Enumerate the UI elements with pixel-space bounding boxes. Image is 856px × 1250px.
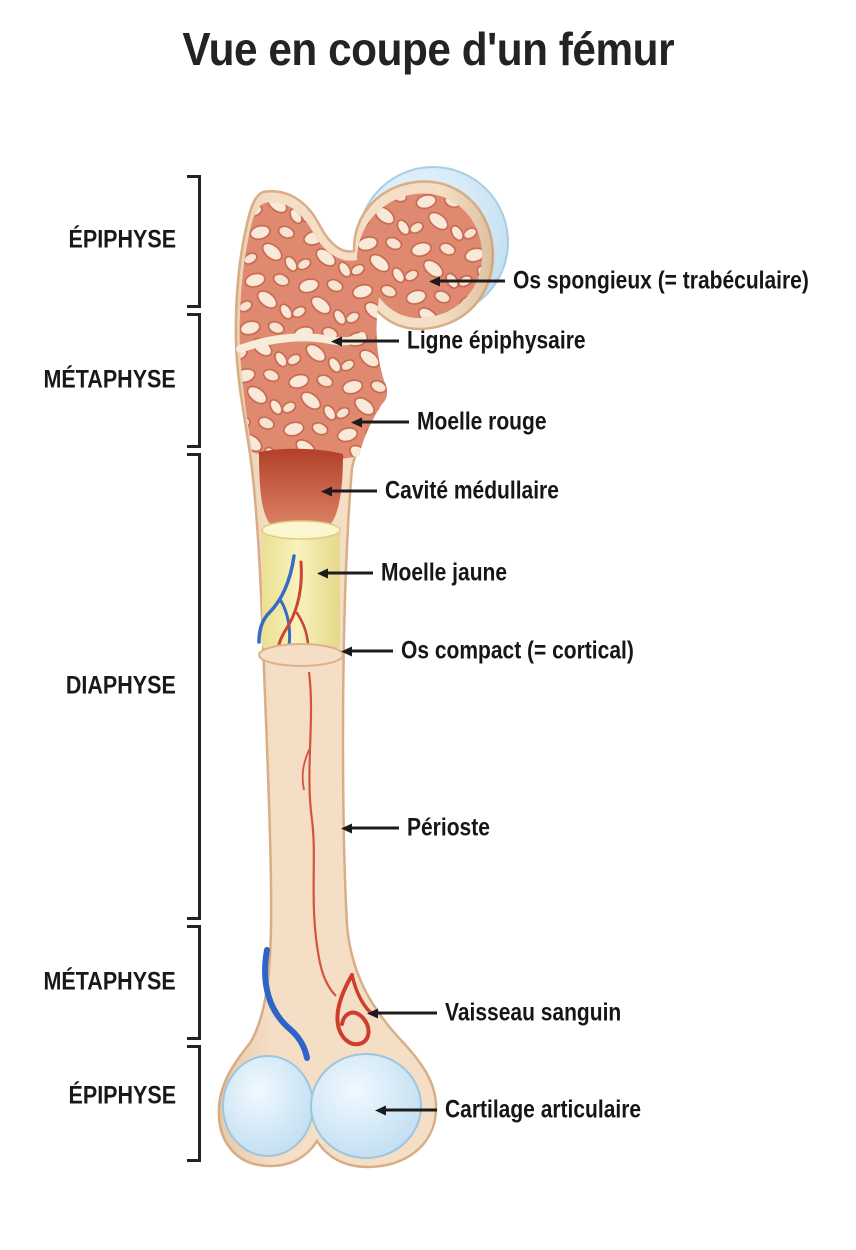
figure-title-text: Vue en coupe d'un fémur xyxy=(182,23,674,75)
annotation-label: Cavité médullaire xyxy=(385,476,559,505)
region-label-text: ÉPIPHYSE xyxy=(68,1081,176,1110)
annotation-spongy-bone: Os spongieux (= trabéculaire) xyxy=(428,267,856,296)
annotation-blood-vessel: Vaisseau sanguin xyxy=(366,999,655,1028)
annotation-epiphyseal-line: Ligne épiphysaire xyxy=(330,327,620,356)
region-label-text: DIAPHYSE xyxy=(66,671,176,700)
marrow-vessel-blue xyxy=(257,554,296,644)
annotation-arrow xyxy=(439,279,505,283)
annotation-arrow xyxy=(331,489,377,493)
region-label-text: ÉPIPHYSE xyxy=(68,225,176,254)
annotation-label: Moelle jaune xyxy=(381,558,508,587)
annotation-arrow xyxy=(351,826,399,830)
annotation-periosteum: Périoste xyxy=(340,814,506,843)
annotation-label: Vaisseau sanguin xyxy=(445,998,622,1027)
annotation-label: Cartilage articulaire xyxy=(445,1095,642,1124)
bracket-epiphysis-top xyxy=(187,175,201,308)
region-label-epiphysis-top: ÉPIPHYSE xyxy=(18,226,176,255)
annotation-articular-cartilage: Cartilage articulaire xyxy=(374,1096,678,1125)
annotation-arrow xyxy=(351,649,393,653)
compact-bone-rim xyxy=(258,643,344,667)
region-label-metaphysis-bottom: MÉTAPHYSE xyxy=(18,968,176,997)
region-label-epiphysis-bottom: ÉPIPHYSE xyxy=(18,1082,176,1111)
annotation-label: Os spongieux (= trabéculaire) xyxy=(513,266,809,295)
region-label-metaphysis-top: MÉTAPHYSE xyxy=(18,366,176,395)
annotation-arrow xyxy=(341,339,399,343)
yellow-marrow xyxy=(257,520,341,658)
medullary-cavity xyxy=(259,448,343,531)
annotation-label: Périoste xyxy=(407,813,490,842)
bracket-epiphysis-bottom xyxy=(187,1045,201,1162)
bracket-diaphysis xyxy=(187,453,201,920)
annotation-arrow xyxy=(377,1011,437,1015)
annotation-label: Ligne épiphysaire xyxy=(407,326,586,355)
annotation-label: Moelle rouge xyxy=(417,407,547,436)
annotation-label: Os compact (= cortical) xyxy=(401,636,634,665)
bracket-metaphysis-top xyxy=(187,313,201,448)
annotation-compact-bone: Os compact (= cortical) xyxy=(340,637,678,666)
annotation-medullary-cavity: Cavité médullaire xyxy=(320,477,592,506)
region-label-text: MÉTAPHYSE xyxy=(43,967,176,996)
annotation-arrow xyxy=(361,420,409,424)
annotation-arrow xyxy=(385,1108,437,1112)
figure-title: Vue en coupe d'un fémur xyxy=(0,22,856,76)
region-label-diaphysis: DIAPHYSE xyxy=(18,672,176,701)
periosteal-vessel xyxy=(301,671,337,997)
distal-vessel-blue xyxy=(262,947,310,1061)
region-label-text: MÉTAPHYSE xyxy=(43,365,176,394)
annotation-yellow-marrow: Moelle jaune xyxy=(316,559,531,588)
annotation-red-marrow: Moelle rouge xyxy=(350,408,571,437)
condyle-cartilage-right xyxy=(310,1053,422,1159)
annotation-arrow xyxy=(327,571,373,575)
bracket-metaphysis-bottom xyxy=(187,925,201,1040)
condyle-cartilage-left xyxy=(222,1055,314,1157)
